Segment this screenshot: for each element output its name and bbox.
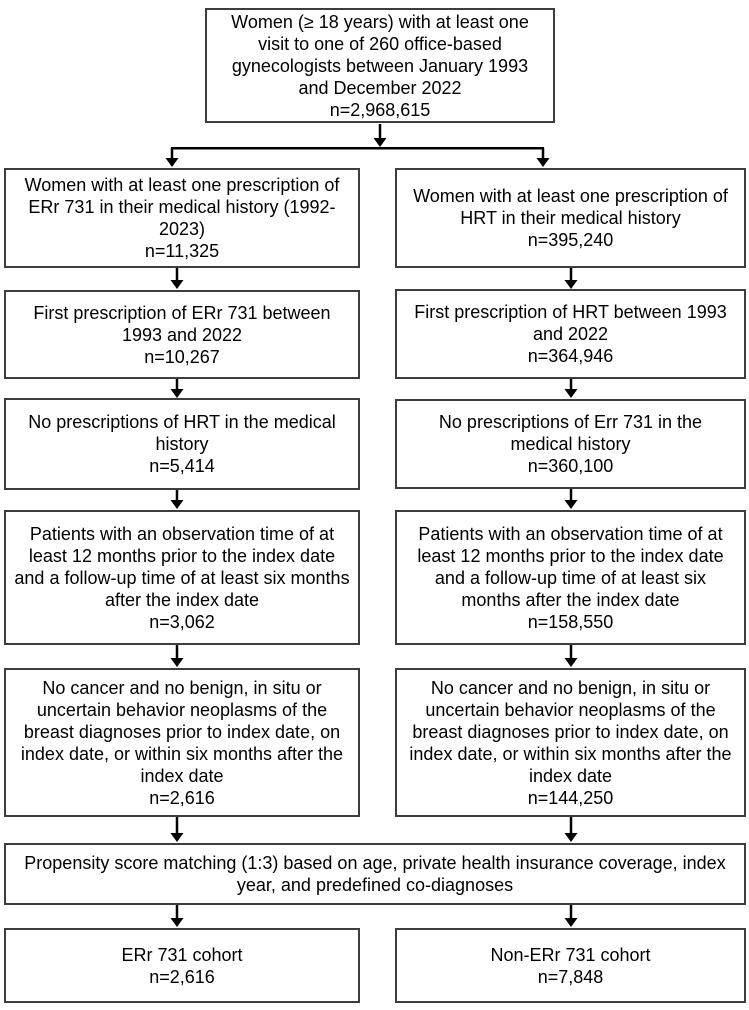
box-text: Non-ERr 731 cohort n=7,848 <box>490 944 651 987</box>
box-text: Propensity score matching (1:3) based on… <box>24 853 726 895</box>
box-text: Patients with an observation time of at … <box>417 523 724 632</box>
arrow-down-icon <box>170 268 184 289</box>
arrow-down-icon <box>564 817 578 842</box>
box-text: First prescription of ERr 731 between 19… <box>33 302 331 367</box>
box-err731-prescription: Women with at least one prescription of … <box>4 168 360 268</box>
box-text: Women (≥ 18 years) with at least one vis… <box>231 11 529 120</box>
box-err731-no-cancer: No cancer and no benign, in situ or unce… <box>4 668 360 817</box>
box-text: No cancer and no benign, in situ or unce… <box>409 677 732 808</box>
box-hrt-no-cancer: No cancer and no benign, in situ or unce… <box>395 668 746 817</box>
arrow-down-icon <box>170 645 184 667</box>
box-err731-observation-time: Patients with an observation time of at … <box>4 510 360 645</box>
arrow-down-icon <box>170 379 184 398</box>
box-err731-first-prescription: First prescription of ERr 731 between 19… <box>4 290 360 379</box>
box-text: Women with at least one prescription of … <box>24 175 340 261</box>
box-no-err731: No prescriptions of Err 731 in the medic… <box>395 399 746 489</box>
box-text: Women with at least one prescription of … <box>413 186 728 250</box>
box-text: No prescriptions of HRT in the medical h… <box>28 412 336 476</box>
arrow-down-icon <box>564 268 578 289</box>
box-text: No cancer and no benign, in situ or unce… <box>20 677 344 808</box>
box-no-hrt: No prescriptions of HRT in the medical h… <box>4 398 360 490</box>
arrow-down-icon <box>564 489 578 509</box>
box-source-population: Women (≥ 18 years) with at least one vis… <box>205 8 555 123</box>
box-text: ERr 731 cohort n=2,616 <box>121 944 243 987</box>
arrow-down-icon <box>564 379 578 398</box>
box-hrt-prescription: Women with at least one prescription of … <box>395 168 746 268</box>
box-non-err731-cohort: Non-ERr 731 cohort n=7,848 <box>395 928 746 1003</box>
box-text: First prescription of HRT between 1993 a… <box>414 302 727 366</box>
arrow-down-icon <box>170 490 184 509</box>
top-split-connector <box>165 124 550 167</box>
box-text: Patients with an observation time of at … <box>14 523 350 632</box>
arrow-down-icon <box>564 905 578 927</box>
arrow-down-icon <box>170 905 184 927</box>
box-hrt-observation-time: Patients with an observation time of at … <box>395 510 746 645</box>
arrow-down-icon <box>564 645 578 667</box>
arrow-down-icon <box>170 817 184 842</box>
box-err731-cohort: ERr 731 cohort n=2,616 <box>4 928 360 1003</box>
box-hrt-first-prescription: First prescription of HRT between 1993 a… <box>395 289 746 379</box>
box-text: No prescriptions of Err 731 in the medic… <box>438 412 703 476</box>
box-propensity-matching: Propensity score matching (1:3) based on… <box>4 843 746 905</box>
